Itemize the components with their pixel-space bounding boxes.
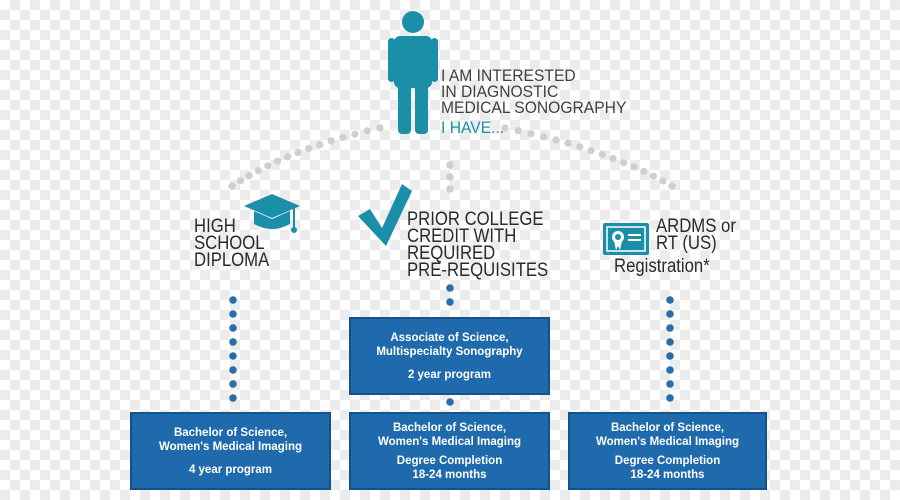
bachelor-left-title-line-2: Women's Medical Imaging: [158, 440, 303, 453]
connector-dot-left-arc: [327, 137, 335, 145]
top-heading: I AM INTERESTED IN DIAGNOSTIC MEDICAL SO…: [441, 66, 627, 137]
connector-dot-left-drop: [229, 324, 237, 332]
connector-dot-left-drop: [229, 380, 237, 388]
connector-dot-right-drop: [666, 394, 674, 402]
path-prior-credit-label: PRIOR COLLEGE CREDIT WITH REQUIRED PRE-R…: [407, 209, 549, 281]
bachelor-right-title-line-1: Bachelor of Science,: [610, 421, 725, 434]
connector-dot-left-arc: [273, 157, 282, 165]
connector-dot-left-arc: [351, 130, 359, 138]
bachelor-left-box[interactable]: Bachelor of Science, Women's Medical Ima…: [130, 412, 331, 490]
path-prior-credit-line-1: PRIOR COLLEGE: [407, 209, 544, 230]
connector-dot-right-arc: [620, 159, 628, 167]
path-registration-label-3: Registration*: [614, 256, 710, 277]
bachelor-right-title-line-2: Women's Medical Imaging: [595, 435, 740, 448]
connector-dot-left-arc: [284, 153, 292, 161]
connector-dot-right-arc: [649, 172, 658, 180]
connector-dot-right-drop: [666, 352, 674, 360]
connector-dot-left-arc: [363, 127, 371, 135]
top-heading-line-3: MEDICAL SONOGRAPHY: [441, 98, 627, 117]
connector-dot-right-arc: [630, 163, 638, 171]
associate-duration: 2 year program: [407, 368, 492, 381]
connector-dot-left-arc: [264, 162, 272, 170]
path-registration-line-2: RT (US): [656, 233, 717, 254]
bachelor-middle-duration-line-1: Degree Completion: [396, 454, 503, 467]
path-registration-line-1: ARDMS or: [656, 216, 736, 237]
path-prior-credit-line-4: PRE-REQUISITES: [407, 260, 549, 281]
bachelor-right-box[interactable]: Bachelor of Science, Women's Medical Ima…: [568, 412, 767, 490]
associate-degree-box[interactable]: Associate of Science, Multispecialty Son…: [349, 317, 550, 395]
connector-dot-left-drop: [229, 296, 237, 304]
associate-title-line-2: Multispecialty Sonography: [376, 345, 523, 358]
connector-dot-left-drop: [229, 310, 237, 318]
connector-dot-center-drop: [446, 298, 454, 306]
connector-dot-center: [446, 173, 454, 181]
connector-dot-right-drop: [666, 380, 674, 388]
path-registration-line-3: Registration*: [614, 256, 710, 277]
connector-dot-center-drop: [446, 284, 454, 292]
certificate-icon: [603, 223, 649, 255]
connector-dot-right-arc: [514, 127, 522, 135]
connector-dot-right-drop: [666, 338, 674, 346]
path-high-school-line-1: HIGH: [194, 216, 236, 237]
connector-dot-left-arc: [294, 148, 302, 157]
connector-dot-right-arc: [668, 182, 676, 190]
bachelor-middle-title-line-2: Women's Medical Imaging: [377, 435, 522, 448]
connector-dot-right-arc: [501, 124, 509, 132]
connector-dot-right-drop: [666, 296, 674, 304]
connector-dot-right-arc: [640, 167, 648, 176]
path-registration-label: ARDMS or RT (US): [656, 216, 736, 254]
bachelor-right-duration-line-2: 18-24 months: [630, 468, 705, 481]
connector-dot-right-arc: [576, 143, 584, 151]
person-icon: [388, 11, 438, 134]
connector-dot-right-arc: [598, 150, 606, 159]
associate-title-line-1: Associate of Science,: [390, 331, 509, 344]
path-high-school-line-3: DIPLOMA: [194, 250, 270, 271]
connector-dot-left-arc: [236, 177, 244, 185]
connector-dot-right-arc: [527, 130, 535, 138]
top-heading-line-2: IN DIAGNOSTIC: [441, 82, 559, 101]
connector-dot-left-arc: [305, 144, 313, 152]
connector-dot-right-arc: [540, 133, 548, 141]
path-prior-credit-line-2: CREDIT WITH: [407, 226, 517, 247]
connector-dot-left-arc: [254, 166, 262, 175]
connector-dot-right-arc: [552, 136, 560, 144]
connector-dot-left-arc: [245, 171, 253, 180]
connector-dot-right-arc: [609, 154, 617, 163]
connector-dot-center-link: [446, 398, 454, 406]
path-high-school-label: HIGH SCHOOL DIPLOMA: [194, 216, 270, 271]
connector-dot-right-drop: [666, 310, 674, 318]
top-heading-line-1: I AM INTERESTED: [441, 66, 576, 85]
connector-dot-right-drop: [666, 324, 674, 332]
connector-dot-right-arc: [564, 139, 572, 147]
connector-dot-left-drop: [229, 338, 237, 346]
path-prior-credit-line-3: REQUIRED: [407, 243, 496, 264]
checkmark-icon: [358, 184, 412, 246]
bachelor-left-duration: 4 year program: [188, 463, 273, 476]
connector-dot-left-drop: [229, 394, 237, 402]
connector-dot-right-arc: [659, 177, 667, 185]
bachelor-middle-duration-line-2: 18-24 months: [412, 468, 487, 481]
connector-dot-center: [446, 185, 454, 193]
path-high-school-line-2: SCHOOL: [194, 233, 265, 254]
bachelor-right-duration-line-1: Degree Completion: [614, 454, 721, 467]
i-have-label: I HAVE...: [441, 118, 505, 137]
connector-dot-left-arc: [339, 133, 347, 141]
bachelor-middle-title-line-1: Bachelor of Science,: [392, 421, 507, 434]
connector-dot-center: [446, 161, 454, 169]
bachelor-middle-box[interactable]: Bachelor of Science, Women's Medical Ima…: [349, 412, 550, 490]
connector-dot-left-arc: [228, 182, 236, 190]
graduation-cap-icon: [244, 194, 300, 233]
connector-dot-left-drop: [229, 352, 237, 360]
connector-dot-right-drop: [666, 366, 674, 374]
connector-dot-left-drop: [229, 366, 237, 374]
connector-dot-left-arc: [316, 141, 324, 149]
connector-dot-left-arc: [376, 124, 384, 132]
connector-dot-right-arc: [587, 147, 595, 155]
bachelor-left-title-line-1: Bachelor of Science,: [173, 426, 288, 439]
